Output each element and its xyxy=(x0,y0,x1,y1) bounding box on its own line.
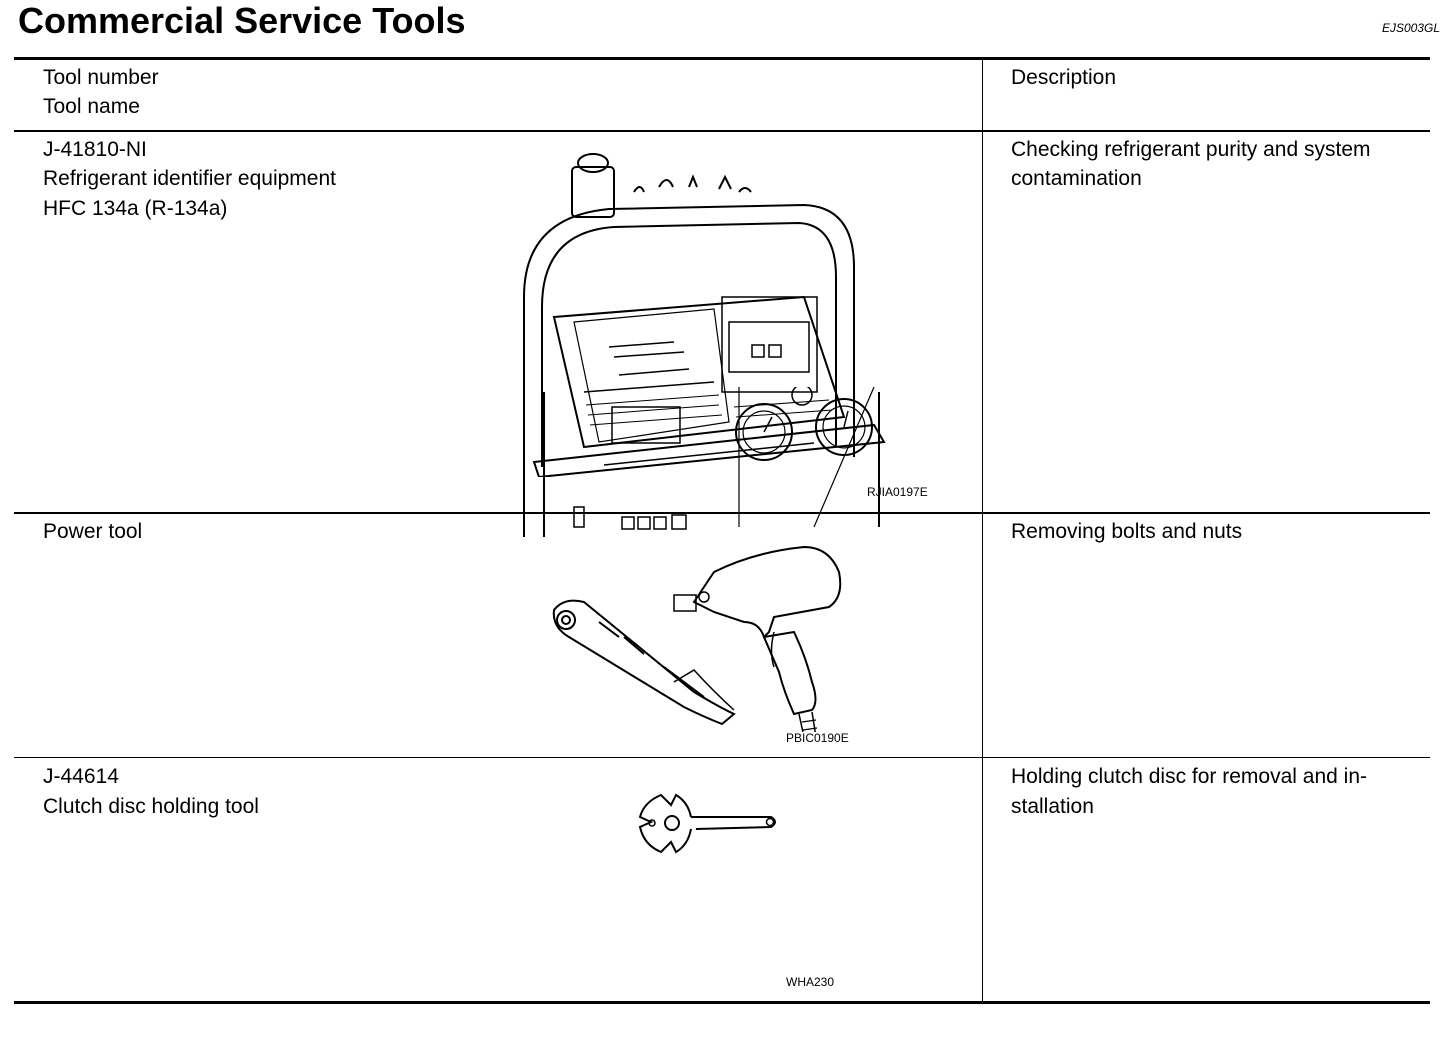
tool-number: J-44614 xyxy=(43,765,119,788)
figure-code: PBIC0190E xyxy=(786,731,849,745)
description-line: stallation xyxy=(1011,795,1094,818)
row-divider xyxy=(14,757,1430,758)
figure-code: WHA230 xyxy=(786,975,835,989)
reference-code: EJS003GL xyxy=(1381,21,1440,35)
tool-name-line: Clutch disc holding tool xyxy=(43,795,259,818)
refrigerant-identifier-illustration xyxy=(523,153,886,477)
header-description: Description xyxy=(1011,66,1117,89)
description-line: contamination xyxy=(1011,167,1142,190)
tool-number: J-41810-NI xyxy=(43,138,147,161)
row-divider xyxy=(14,512,1430,514)
tool-name-line: Refrigerant identifier equipment xyxy=(43,167,336,190)
description-line: Checking refrigerant purity and system xyxy=(1011,138,1371,161)
header-tool-number: Tool number xyxy=(43,66,159,89)
table-top-rule xyxy=(14,57,1430,60)
description-line: Removing bolts and nuts xyxy=(1011,520,1243,543)
power-tool-illustration xyxy=(552,545,842,732)
tool-name-line: Power tool xyxy=(43,520,143,543)
header-bottom-rule xyxy=(14,130,1430,132)
column-divider xyxy=(982,57,983,1003)
page-title: Commercial Service Tools xyxy=(18,0,466,41)
refrigerant-identifier-base-illustration xyxy=(523,387,880,537)
clutch-disc-holding-tool-illustration xyxy=(638,793,776,854)
header-tool-name: Tool name xyxy=(43,95,140,118)
table-bottom-rule xyxy=(14,1001,1430,1004)
description-line: Holding clutch disc for removal and in- xyxy=(1011,765,1367,788)
figure-code: RJIA0197E xyxy=(867,485,928,499)
tool-name-line: HFC 134a (R-134a) xyxy=(43,197,228,220)
